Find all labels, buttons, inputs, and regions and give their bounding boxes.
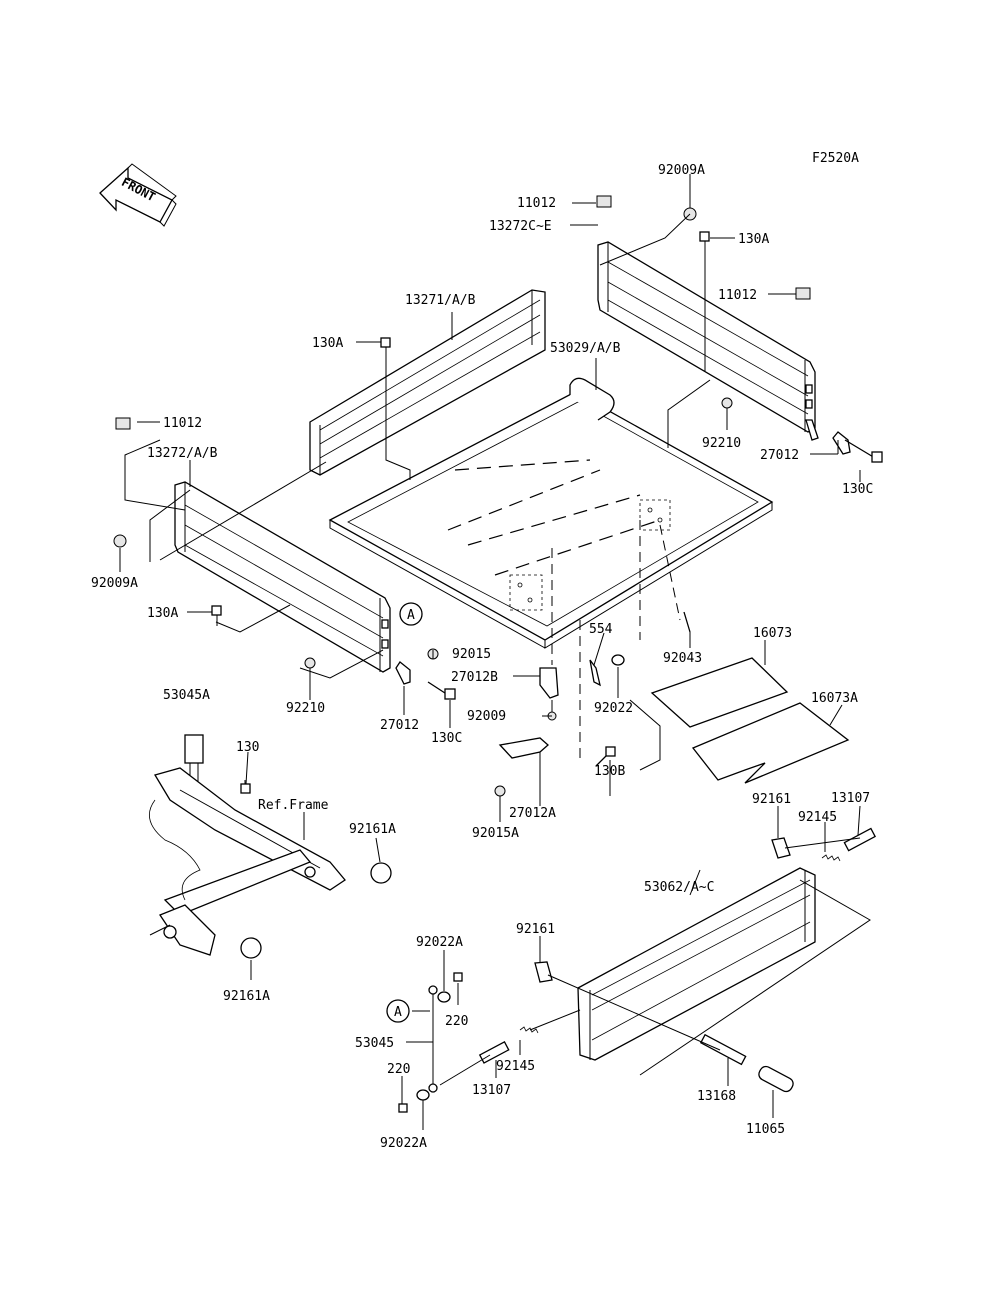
label-92022a-bottom: 92022A (380, 1136, 427, 1151)
mat-16073a (691, 702, 850, 784)
label-13272-ab: 13272/A/B (147, 446, 218, 461)
label-92161-right: 92161 (752, 792, 791, 807)
bolt-130c-left (427, 681, 456, 700)
cap-92161a-bottom (240, 937, 262, 959)
label-92210-left: 92210 (286, 701, 325, 716)
front-panel-13271 (309, 289, 546, 476)
label-27012-left: 27012 (380, 718, 419, 733)
label-11065: 11065 (746, 1122, 785, 1137)
label-92015a: 92015A (472, 826, 519, 841)
label-130a-left: 130A (147, 606, 178, 621)
label-92009: 92009 (467, 709, 506, 724)
label-27012a: 27012A (509, 806, 556, 821)
label-13271: 13271/A/B (405, 293, 476, 308)
label-ref-frame: Ref.Frame (258, 798, 329, 813)
frame-reference (148, 767, 346, 956)
label-92145-right: 92145 (798, 810, 837, 825)
label-92022: 92022 (594, 701, 633, 716)
figure-code: F2520A (812, 151, 859, 166)
latch-53045a (184, 734, 204, 790)
label-130c-right: 130C (842, 482, 873, 497)
label-220-top: 220 (445, 1014, 468, 1029)
label-11012-right: 11012 (718, 288, 757, 303)
left-side-panel (174, 481, 391, 673)
label-13107-right: 13107 (831, 791, 870, 806)
front-arrow-icon: FRONT (99, 163, 177, 227)
label-13272c-e: 13272C~E (489, 219, 552, 234)
label-130: 130 (236, 740, 259, 755)
label-92009a-left: 92009A (91, 576, 138, 591)
cap-11012-left (115, 417, 131, 430)
ref-circle-a-bottom (386, 999, 410, 1023)
label-13168: 13168 (697, 1089, 736, 1104)
label-16073a: 16073A (811, 691, 858, 706)
label-11012-left: 11012 (163, 416, 202, 431)
label-92022a-top: 92022A (416, 935, 463, 950)
clip-92009a-left (113, 534, 127, 548)
label-92015: 92015 (452, 647, 491, 662)
label-27012b: 27012B (451, 670, 498, 685)
bolt-130a-right (699, 231, 710, 252)
label-circle-a-top: A (407, 608, 415, 623)
label-53029: 53029/A/B (550, 341, 621, 356)
label-554: 554 (589, 622, 613, 637)
label-92145-mid: 92145 (496, 1059, 535, 1074)
label-130a-mid: 130A (312, 336, 343, 351)
label-130c-left: 130C (431, 731, 462, 746)
bolt-130a-mid (380, 337, 391, 360)
label-92009a-top: 92009A (658, 163, 705, 178)
part-labels: 92009A 11012 13272C~E 130A 11012 13271/A… (91, 163, 873, 1151)
label-92161a-bottom: 92161A (223, 989, 270, 1004)
label-92161-mid: 92161 (516, 922, 555, 937)
cap-92161a-top (370, 862, 392, 884)
label-11012-top: 11012 (517, 196, 556, 211)
ref-circle-a-top (399, 602, 423, 626)
bolt-130a-left (211, 605, 222, 626)
right-side-panel (597, 241, 819, 441)
tailgate-53062 (577, 867, 816, 1061)
label-92210-right: 92210 (702, 436, 741, 451)
label-130b: 130B (594, 764, 625, 779)
bolt-130c-right (844, 439, 883, 463)
cap-11012-top (596, 195, 612, 208)
label-53045a: 53045A (163, 688, 210, 703)
label-92161a-top: 92161A (349, 822, 396, 837)
label-16073: 16073 (753, 626, 792, 641)
leader-lines (119, 174, 871, 1130)
label-53045: 53045 (355, 1036, 394, 1051)
label-92043: 92043 (663, 651, 702, 666)
cargo-bed-floor (328, 377, 774, 760)
label-53062: 53062/A~C (644, 880, 714, 895)
mat-16073 (650, 657, 789, 728)
label-130a-right: 130A (738, 232, 769, 247)
label-220-bottom: 220 (387, 1062, 410, 1077)
cap-11012-right (795, 287, 811, 300)
label-13107-mid: 13107 (472, 1083, 511, 1098)
tailgate-hardware (398, 827, 877, 1113)
label-27012-right: 27012 (760, 448, 799, 463)
label-circle-a-bottom: A (394, 1005, 402, 1020)
